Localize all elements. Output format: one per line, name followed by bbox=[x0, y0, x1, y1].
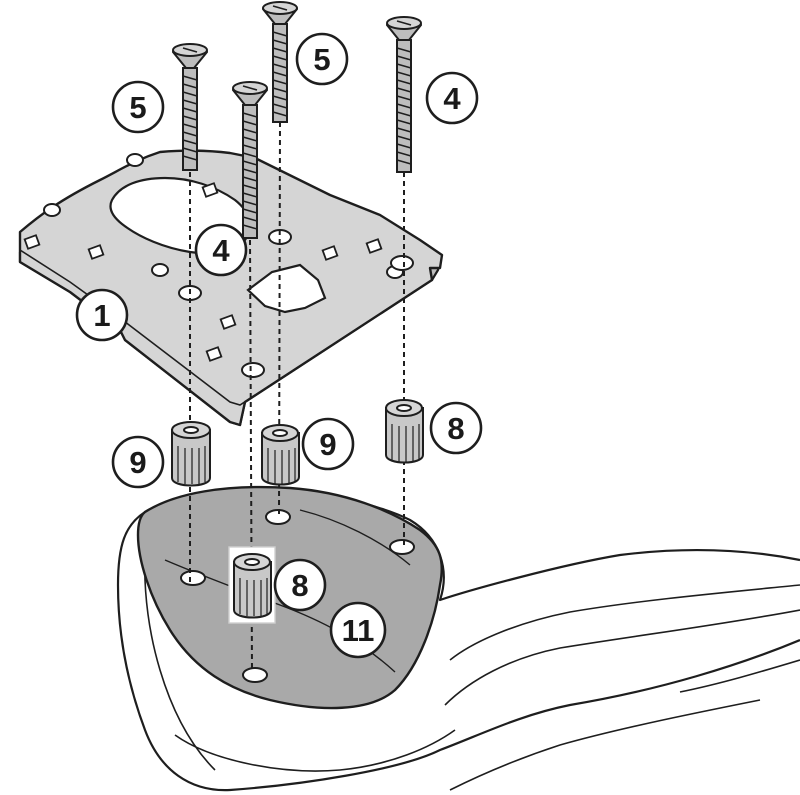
bracket-hole bbox=[180, 570, 206, 586]
bracket-hole bbox=[242, 667, 268, 683]
part-callouts: 5 5 4 4 1 9 9 8 bbox=[75, 32, 483, 659]
callout-part-5-left: 5 bbox=[111, 80, 165, 134]
plate-round-holes bbox=[43, 153, 414, 378]
callout-label: 8 bbox=[447, 411, 464, 446]
screw-thread bbox=[242, 112, 258, 230]
spacer-body bbox=[261, 432, 300, 486]
bracket-hole bbox=[265, 509, 291, 525]
spacer-8-lower bbox=[228, 546, 276, 624]
spacer-9-center bbox=[261, 424, 300, 486]
plate-hole bbox=[241, 362, 265, 378]
plate-slot bbox=[23, 234, 41, 250]
screw-thread bbox=[272, 31, 288, 117]
callout-label: 5 bbox=[129, 90, 146, 125]
callout-label: 5 bbox=[313, 42, 330, 77]
spacer-knurl bbox=[239, 578, 268, 616]
callout-part-4-top-right: 4 bbox=[425, 71, 479, 125]
spacer-knurl bbox=[267, 448, 296, 484]
callout-label: 1 bbox=[93, 298, 110, 333]
plate-square-slots bbox=[23, 182, 383, 362]
spacer-body bbox=[233, 561, 272, 619]
plate-slot bbox=[219, 314, 237, 330]
callout-label: 11 bbox=[342, 613, 375, 648]
plate-slot bbox=[321, 245, 339, 261]
bracket-inner-lip-2 bbox=[299, 509, 411, 566]
plate-hole bbox=[126, 153, 144, 167]
screw-5-right bbox=[261, 1, 299, 123]
plate-hole bbox=[390, 255, 414, 271]
bracket-hole bbox=[389, 539, 415, 555]
callout-part-8-right: 8 bbox=[429, 401, 483, 455]
screw-5-left bbox=[171, 43, 209, 171]
screw-4-center bbox=[231, 81, 269, 239]
bracket-holes bbox=[180, 509, 415, 683]
callout-label: 9 bbox=[129, 445, 146, 480]
screw-4-top-right bbox=[385, 16, 423, 173]
seat-crease bbox=[449, 699, 761, 791]
top-rack-plate-1 bbox=[18, 149, 444, 427]
spacer-body bbox=[385, 407, 424, 464]
plate-slot bbox=[87, 244, 105, 260]
seat-crease-2 bbox=[679, 659, 800, 693]
callout-label: 8 bbox=[291, 568, 308, 603]
callout-label: 9 bbox=[319, 427, 336, 462]
spacer-bore bbox=[272, 429, 288, 437]
plate-front-flange bbox=[19, 249, 433, 406]
plate-hole bbox=[151, 263, 169, 277]
spacer-knurl bbox=[177, 446, 206, 484]
plate-top-surface bbox=[18, 149, 444, 427]
screw-thread bbox=[182, 75, 198, 161]
plate-slot bbox=[365, 238, 383, 254]
tail-lower-contour bbox=[174, 729, 456, 772]
spacer-9-left bbox=[171, 421, 211, 487]
callout-part-8-lower: 8 bbox=[273, 558, 327, 612]
screw-thread bbox=[396, 47, 412, 165]
callout-label: 4 bbox=[212, 233, 230, 268]
callout-part-1: 1 bbox=[75, 288, 129, 342]
callout-part-11: 11 bbox=[329, 601, 387, 659]
plate-slot bbox=[205, 346, 223, 362]
spacer-8-right bbox=[385, 399, 424, 464]
spacer-body bbox=[171, 429, 211, 487]
spacer-bore bbox=[396, 404, 412, 412]
callout-part-9-center: 9 bbox=[301, 417, 355, 471]
spacer-bore bbox=[183, 426, 199, 434]
callout-part-4-center: 4 bbox=[194, 223, 248, 277]
callout-part-9-left: 9 bbox=[111, 435, 165, 489]
seat-edge-line bbox=[444, 609, 800, 706]
seat-edge-line-2 bbox=[449, 584, 800, 661]
callout-part-5-right: 5 bbox=[295, 32, 349, 86]
spacer-bore bbox=[244, 558, 260, 566]
plate-small-cutout bbox=[246, 263, 327, 314]
plate-slot bbox=[201, 182, 219, 198]
callout-label: 4 bbox=[443, 81, 461, 116]
plate-hole bbox=[43, 203, 61, 217]
spacer-knurl bbox=[391, 424, 420, 462]
